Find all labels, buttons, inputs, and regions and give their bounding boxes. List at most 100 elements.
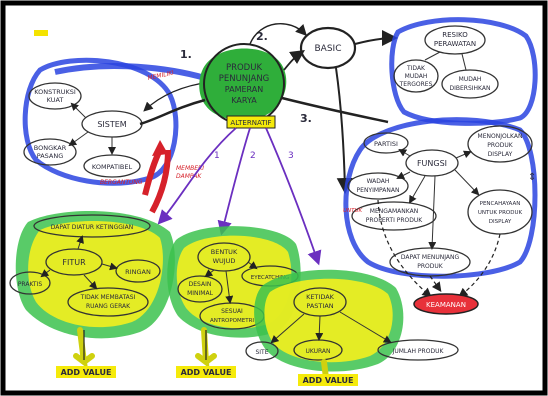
edge-sistem-konstruksi bbox=[70, 102, 87, 119]
edge-fungsi-mengamankan bbox=[409, 175, 426, 204]
edge-bentuk-sesuai bbox=[225, 270, 234, 304]
addvalue-2-bg bbox=[176, 366, 236, 378]
label-tidak-1: TIDAK bbox=[406, 65, 426, 72]
label-partisi: PARTISI bbox=[374, 140, 398, 148]
label-risiko-1: RESIKO bbox=[442, 31, 468, 39]
edge-fungsi-menonjolkan bbox=[455, 150, 472, 159]
number-3: 3. bbox=[300, 112, 312, 125]
label-ukuran: UKURAN bbox=[305, 348, 330, 355]
label-sesuai-1: SESUAI bbox=[221, 308, 243, 315]
label-addvalue-3: ADD VALUE bbox=[303, 376, 354, 385]
edge-risiko-tidak bbox=[424, 51, 441, 61]
blue-line-to-center bbox=[54, 63, 206, 81]
node-tidak-tergores bbox=[393, 59, 439, 93]
label-tidak-2: MUDAH bbox=[405, 73, 428, 80]
label-risiko-2: PERAWATAN bbox=[434, 40, 476, 48]
label-keamanan: KEAMANAN bbox=[426, 301, 466, 309]
label-tidak-membatasi-2: RUANG GERAK bbox=[86, 303, 131, 310]
node-menonjolkan bbox=[467, 125, 533, 163]
label-pencahayaan-3: DISPLAY bbox=[489, 219, 512, 225]
label-tidak-membatasi-1: TIDAK MEMBATASI bbox=[80, 294, 136, 301]
label-bongkar-2: PASANG bbox=[37, 152, 64, 160]
label-memberi-2: DAMPAK bbox=[176, 173, 202, 180]
node-site bbox=[245, 341, 279, 361]
label-kompatibel: KOMPATIBEL bbox=[92, 163, 133, 171]
label-konstruksi-2: KUAT bbox=[47, 96, 64, 104]
node-diatur bbox=[33, 214, 151, 238]
label-center-2: PENUNJANG bbox=[219, 74, 270, 84]
label-sesuai-2: ANTROPOMETRI bbox=[210, 318, 254, 324]
edge-ketidak-site bbox=[270, 313, 305, 344]
node-tidak-membatasi bbox=[67, 287, 149, 317]
label-fitur: FITUR bbox=[62, 258, 86, 267]
label-mudah-1: MUDAH bbox=[459, 76, 482, 83]
label-addvalue-1: ADD VALUE bbox=[61, 368, 112, 377]
node-risiko bbox=[424, 25, 486, 55]
edge-ketidak-jumlah bbox=[339, 311, 392, 344]
label-desain-1: DESAIN bbox=[189, 281, 212, 288]
edge-basic-fungsi bbox=[335, 67, 353, 194]
label-untuk: UNTUK bbox=[343, 208, 363, 214]
label-wadah-2: PENYIMPANAN bbox=[357, 187, 400, 194]
label-alternatif: ALTERNATIF bbox=[230, 119, 271, 127]
node-basic bbox=[299, 26, 357, 70]
label-sistem: SISTEM bbox=[97, 120, 126, 129]
ketidak-yellow-fill bbox=[264, 278, 393, 363]
label-desain-2: MINIMAL bbox=[187, 290, 213, 297]
edge-sistem-bongkar bbox=[68, 131, 89, 147]
node-ringan bbox=[115, 259, 161, 283]
label-memberi-1: MEMBERI bbox=[176, 165, 204, 172]
purple-arrow-1 bbox=[157, 127, 237, 225]
number-1: 1. bbox=[180, 48, 192, 61]
label-menonjolkan-3: DISPLAY bbox=[488, 151, 513, 158]
edge-center-basic bbox=[283, 50, 305, 71]
number-2: 2. bbox=[256, 30, 268, 43]
dashed-to-keamanan-3 bbox=[429, 275, 442, 292]
addvalue-3-bg bbox=[298, 374, 358, 386]
node-jumlah bbox=[377, 339, 459, 361]
node-konstruksi bbox=[28, 82, 82, 110]
edge-basic-risiko bbox=[354, 30, 398, 47]
edge-fungsi-dapat bbox=[428, 175, 437, 250]
label-center-3: PAMERAN bbox=[225, 85, 263, 94]
red-arrowhead bbox=[152, 140, 168, 156]
label-praktis: PRAKTIS bbox=[18, 281, 43, 288]
label-bentuk-2: WUJUD bbox=[213, 257, 236, 265]
label-mudah-2: DIBERSIHKAN bbox=[450, 85, 491, 92]
alt-number-1: 1 bbox=[214, 151, 220, 161]
label-konstruksi-1: KONSTRUKSI bbox=[34, 88, 76, 96]
center-green-fill bbox=[199, 48, 287, 121]
node-keamanan bbox=[413, 293, 479, 315]
label-diatur: DAPAT DIATUR KETINGGIAN bbox=[51, 224, 134, 231]
yellow-tape bbox=[34, 30, 48, 36]
edge-fitur-tidak bbox=[83, 274, 98, 290]
label-site: SITE bbox=[255, 349, 268, 356]
edge-risiko-mudah bbox=[461, 53, 467, 71]
label-bongkar-1: BONGKAR bbox=[34, 144, 67, 152]
edge-fungsi-partisi bbox=[398, 148, 411, 157]
label-tidak-3: TERGORES bbox=[399, 81, 433, 88]
label-dapat-1: DAPAT MENUNJANG bbox=[401, 254, 460, 261]
alt-number-2: 2 bbox=[250, 151, 256, 161]
double-arrow-mark: ⇕ bbox=[528, 172, 536, 183]
red-arrow-memberi bbox=[149, 149, 171, 214]
addvalue-1-bg bbox=[56, 366, 116, 378]
risiko-blue-outline bbox=[389, 17, 538, 126]
edge-bentuk-desain bbox=[204, 269, 215, 278]
dashed-to-keamanan-1 bbox=[377, 199, 432, 298]
edge-center-basic-top bbox=[249, 22, 307, 45]
node-fitur bbox=[45, 248, 103, 276]
dashed-to-keamanan-2 bbox=[458, 233, 501, 298]
node-mengamankan bbox=[351, 201, 437, 231]
edge-ketidak-ukuran bbox=[315, 315, 324, 341]
node-wadah bbox=[347, 172, 409, 200]
node-praktis bbox=[9, 271, 51, 295]
label-dapat-2: PRODUK bbox=[417, 263, 444, 270]
label-ketidak-1: KETIDAK bbox=[306, 293, 335, 301]
alternatif-box bbox=[226, 115, 276, 129]
node-bongkar bbox=[23, 138, 77, 166]
label-bentuk-1: BENTUK bbox=[211, 248, 238, 256]
label-basic: BASIC bbox=[315, 44, 342, 54]
